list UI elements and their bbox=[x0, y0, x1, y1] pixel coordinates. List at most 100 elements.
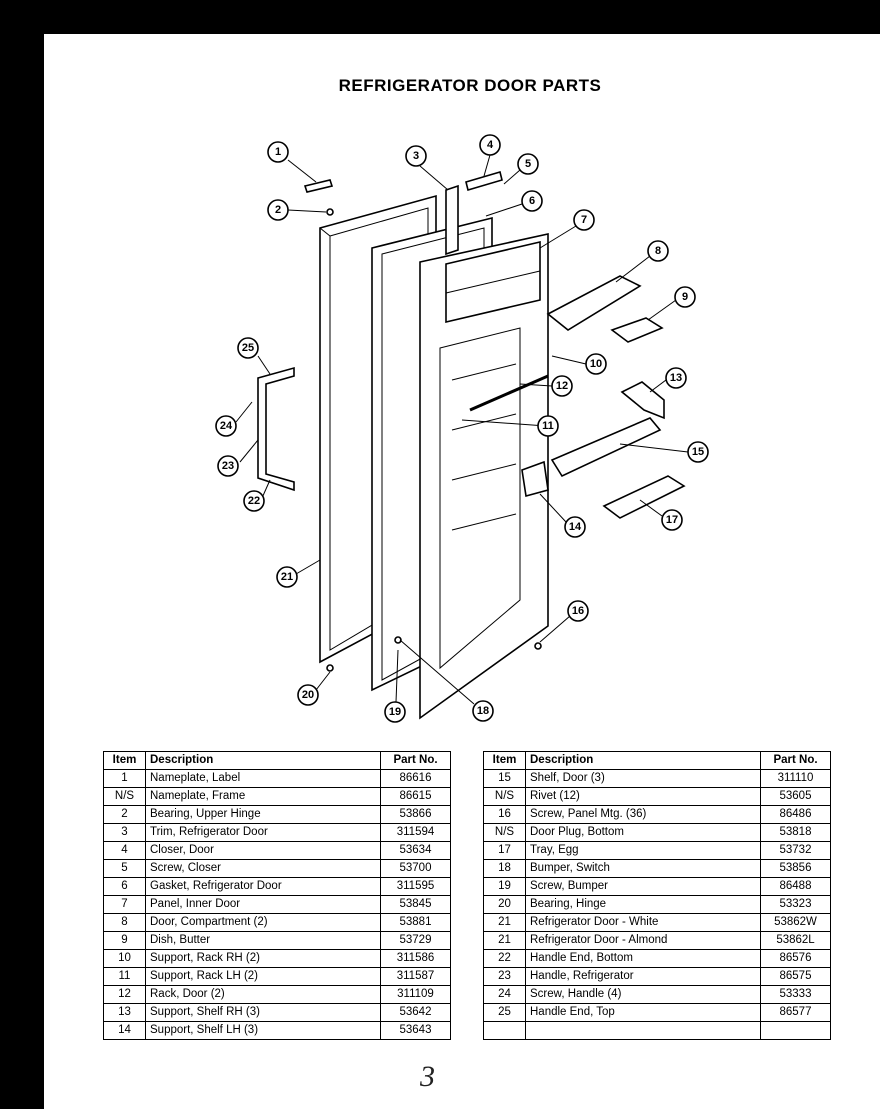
callout-21: 21 bbox=[276, 566, 298, 588]
nameplate-part bbox=[303, 179, 334, 193]
door-shelf-part bbox=[550, 417, 662, 478]
compartment-door-part bbox=[546, 275, 642, 331]
svg-text:2: 2 bbox=[275, 204, 281, 216]
closer-part bbox=[465, 170, 503, 192]
cell-item: 6 bbox=[103, 877, 146, 896]
callout-19: 19 bbox=[384, 701, 406, 723]
cell-part-no: 311586 bbox=[380, 949, 451, 968]
cell-part-no: 86488 bbox=[760, 877, 831, 896]
callout-24: 24 bbox=[215, 415, 237, 437]
cell-item: 2 bbox=[103, 805, 146, 824]
svg-text:3: 3 bbox=[413, 150, 419, 162]
cell-description: Bearing, Hinge bbox=[525, 895, 761, 914]
callout-1: 1 bbox=[267, 141, 289, 163]
svg-text:24: 24 bbox=[220, 420, 233, 432]
cell-part-no: 53845 bbox=[380, 895, 451, 914]
cell-part-no: 86615 bbox=[380, 787, 451, 806]
svg-text:12: 12 bbox=[556, 380, 568, 392]
cell-description: Handle End, Top bbox=[525, 1003, 761, 1022]
svg-text:11: 11 bbox=[542, 420, 554, 432]
svg-text:19: 19 bbox=[389, 706, 401, 718]
cell-part-no: 311587 bbox=[380, 967, 451, 986]
callout-8: 8 bbox=[647, 240, 669, 262]
cell-description: Screw, Handle (4) bbox=[525, 985, 761, 1004]
cell-description: Refrigerator Door - White bbox=[525, 913, 761, 932]
shelf-support-lh-part bbox=[521, 460, 549, 498]
column-header-description: Description bbox=[145, 751, 381, 770]
cell-description bbox=[525, 1021, 761, 1040]
callout-14: 14 bbox=[564, 516, 586, 538]
cell-part-no: 86576 bbox=[760, 949, 831, 968]
cell-description: Rivet (12) bbox=[525, 787, 761, 806]
callout-2: 2 bbox=[267, 199, 289, 221]
svg-text:13: 13 bbox=[670, 372, 682, 384]
leader-lines bbox=[235, 154, 689, 705]
door-rack-part bbox=[469, 374, 549, 412]
cell-description: Support, Shelf LH (3) bbox=[145, 1021, 381, 1040]
svg-text:1: 1 bbox=[275, 146, 281, 158]
svg-text:14: 14 bbox=[569, 521, 582, 533]
cell-description: Panel, Inner Door bbox=[145, 895, 381, 914]
cell-item: 1 bbox=[103, 769, 146, 788]
egg-tray-part bbox=[602, 475, 686, 519]
cell-item: N/S bbox=[483, 823, 526, 842]
bearing-upper-hinge-part bbox=[326, 208, 334, 216]
callout-18: 18 bbox=[472, 700, 494, 722]
cell-part-no: 311109 bbox=[380, 985, 451, 1004]
cell-part-no: 53634 bbox=[380, 841, 451, 860]
bumper-screw-part bbox=[394, 636, 402, 644]
svg-text:7: 7 bbox=[581, 214, 587, 226]
cell-description: Handle End, Bottom bbox=[525, 949, 761, 968]
cell-part-no: 53605 bbox=[760, 787, 831, 806]
table-header-row: Item Description Part No. bbox=[103, 751, 451, 770]
table-row bbox=[483, 1021, 831, 1040]
callout-11: 11 bbox=[537, 415, 559, 437]
cell-part-no: 53866 bbox=[380, 805, 451, 824]
cell-part-no: 86616 bbox=[380, 769, 451, 788]
svg-text:17: 17 bbox=[666, 514, 678, 526]
cell-description: Screw, Panel Mtg. (36) bbox=[525, 805, 761, 824]
callout-12: 12 bbox=[551, 375, 573, 397]
callout-23: 23 bbox=[217, 455, 239, 477]
cell-item: 9 bbox=[103, 931, 146, 950]
svg-text:15: 15 bbox=[692, 446, 704, 458]
cell-description: Support, Rack LH (2) bbox=[145, 967, 381, 986]
callout-22: 22 bbox=[243, 490, 265, 512]
column-header-description: Description bbox=[525, 751, 761, 770]
svg-text:8: 8 bbox=[655, 245, 661, 257]
callout-15: 15 bbox=[687, 441, 709, 463]
cell-part-no: 53700 bbox=[380, 859, 451, 878]
cell-description: Shelf, Door (3) bbox=[525, 769, 761, 788]
cell-item: 24 bbox=[483, 985, 526, 1004]
cell-description: Refrigerator Door - Almond bbox=[525, 931, 761, 950]
table-header-row: Item Description Part No. bbox=[483, 751, 831, 770]
cell-part-no: 311110 bbox=[760, 769, 831, 788]
cell-part-no: 53333 bbox=[760, 985, 831, 1004]
cell-item: 22 bbox=[483, 949, 526, 968]
svg-text:22: 22 bbox=[248, 495, 260, 507]
cell-part-no: 86575 bbox=[760, 967, 831, 986]
column-header-item: Item bbox=[483, 751, 526, 770]
cell-description: Gasket, Refrigerator Door bbox=[145, 877, 381, 896]
cell-item: 20 bbox=[483, 895, 526, 914]
cell-description: Dish, Butter bbox=[145, 931, 381, 950]
shelf-support-part bbox=[620, 381, 665, 420]
cell-description: Handle, Refrigerator bbox=[525, 967, 761, 986]
column-header-part-no: Part No. bbox=[760, 751, 831, 770]
cell-part-no bbox=[760, 1021, 831, 1040]
